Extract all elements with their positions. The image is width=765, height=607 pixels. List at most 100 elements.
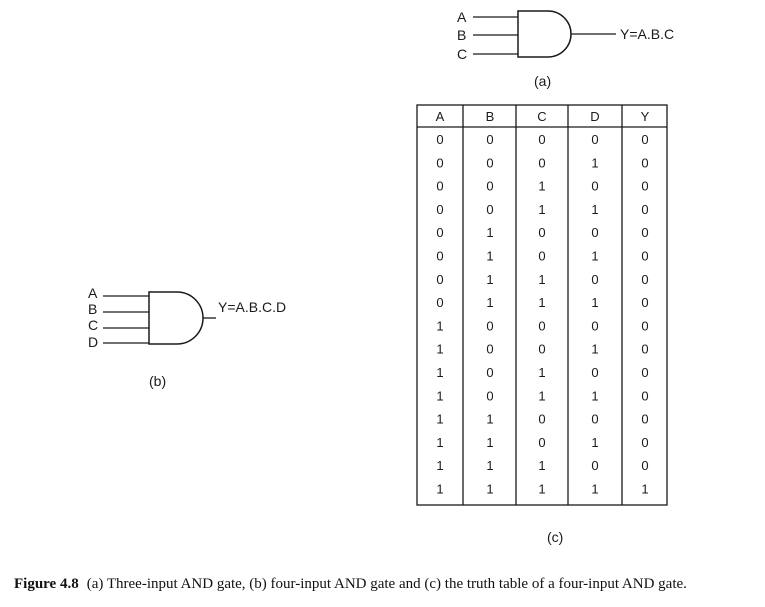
truth-table-header-b: B	[486, 109, 495, 124]
truth-table-cell: 0	[538, 132, 545, 147]
figure-number: Figure 4.8	[14, 576, 79, 592]
gate-a-output-label: Y=A.B.C	[620, 26, 674, 42]
truth-table-cell: 0	[641, 365, 648, 380]
truth-table-cell: 0	[486, 179, 493, 194]
truth-table-cell: 1	[436, 365, 443, 380]
truth-table-cell: 0	[538, 412, 545, 427]
figure-caption: Figure 4.8 (a) Three-input AND gate, (b) …	[14, 576, 687, 593]
truth-table-cell: 1	[591, 388, 598, 403]
truth-table-cell: 0	[591, 132, 598, 147]
truth-table-cell: 1	[486, 295, 493, 310]
gate-b-sub-label: (b)	[149, 373, 166, 389]
truth-table-cell: 0	[641, 179, 648, 194]
truth-table-cell: 0	[486, 318, 493, 333]
truth-table-cell: 1	[436, 412, 443, 427]
truth-table-sub-label: (c)	[547, 529, 563, 545]
truth-table-cell: 0	[486, 365, 493, 380]
truth-table-cell: 0	[538, 342, 545, 357]
truth-table-cell: 1	[486, 272, 493, 287]
truth-table-cell: 0	[538, 435, 545, 450]
truth-table-cell: 0	[486, 388, 493, 403]
truth-table-header-a: A	[436, 109, 445, 124]
truth-table-cell: 0	[486, 202, 493, 217]
truth-table-cell: 0	[486, 132, 493, 147]
truth-table-cell: 1	[538, 458, 545, 473]
truth-table-cell: 1	[641, 482, 648, 497]
truth-table-cell: 1	[436, 318, 443, 333]
truth-table-cell: 0	[538, 318, 545, 333]
truth-table-cell: 0	[641, 202, 648, 217]
truth-table-cell: 0	[538, 155, 545, 170]
truth-table-cell: 1	[486, 458, 493, 473]
truth-table-cell: 1	[436, 435, 443, 450]
truth-table-cell: 1	[538, 295, 545, 310]
gate-b-input-d-label: D	[88, 334, 98, 350]
truth-table-cell: 0	[436, 272, 443, 287]
truth-table-cell: 1	[591, 435, 598, 450]
truth-table-cell: 0	[641, 295, 648, 310]
truth-table-cell: 0	[436, 295, 443, 310]
gate-a-input-b-label: B	[457, 27, 466, 43]
gate-b-and-body	[148, 291, 204, 345]
truth-table-cell: 1	[486, 225, 493, 240]
truth-table-cell: 0	[641, 225, 648, 240]
truth-table-cell: 0	[641, 435, 648, 450]
truth-table-cell: 1	[538, 179, 545, 194]
truth-table-cell: 1	[591, 155, 598, 170]
three-input-and-gate: A B C Y=A.B.C (a)	[457, 9, 674, 89]
four-input-and-gate: A B C D Y=A.B.C.D (b)	[88, 285, 286, 389]
truth-table-cell: 1	[591, 482, 598, 497]
truth-table-cell: 1	[486, 435, 493, 450]
truth-table-cell: 0	[591, 412, 598, 427]
gate-a-sub-label: (a)	[534, 73, 551, 89]
gate-b-input-c-label: C	[88, 317, 98, 333]
truth-table-cell: 0	[641, 132, 648, 147]
truth-table-cell: 0	[538, 225, 545, 240]
truth-table-cell: 0	[486, 342, 493, 357]
truth-table-cell: 0	[641, 342, 648, 357]
truth-table-cell: 1	[591, 249, 598, 264]
truth-table-cell: 1	[486, 412, 493, 427]
truth-table-cell: 0	[641, 412, 648, 427]
truth-table-cell: 1	[538, 202, 545, 217]
truth-table-cell: 1	[591, 295, 598, 310]
truth-table-cell: 1	[486, 249, 493, 264]
truth-table-header-c: C	[537, 109, 546, 124]
truth-table-cells: A B C D Y 0 0 0 0 0 0 0 0 1 0 0 0 1 0 0 0 0 1 1 0 0 1 0 0 0 0 1 0 1 0 0 1 1 0 0…	[436, 109, 650, 497]
truth-table-cell: 0	[436, 202, 443, 217]
gate-a-and-body	[517, 10, 572, 58]
gate-a-input-c-label: C	[457, 46, 467, 62]
truth-table-cell: 0	[591, 318, 598, 333]
truth-table-cell: 0	[591, 458, 598, 473]
gate-b-output-label: Y=A.B.C.D	[218, 299, 286, 315]
truth-table-cell: 1	[436, 458, 443, 473]
truth-table-cell: 1	[436, 482, 443, 497]
truth-table-cell: 1	[591, 342, 598, 357]
figure-caption-text: (a) Three-input AND gate, (b) four-input…	[86, 576, 687, 592]
truth-table-cell: 0	[641, 458, 648, 473]
truth-table-cell: 1	[538, 272, 545, 287]
truth-table-cell: 1	[538, 482, 545, 497]
truth-table-cell: 0	[538, 249, 545, 264]
gate-a-input-a-label: A	[457, 9, 467, 25]
truth-table-cell: 0	[641, 249, 648, 264]
truth-table-header-d: D	[590, 109, 599, 124]
truth-table-cell: 1	[486, 482, 493, 497]
truth-table-cell: 0	[436, 155, 443, 170]
truth-table-cell: 0	[436, 179, 443, 194]
truth-table-cell: 0	[641, 155, 648, 170]
truth-table-cell: 0	[591, 225, 598, 240]
truth-table-cell: 0	[591, 365, 598, 380]
truth-table-cell: 0	[436, 132, 443, 147]
gate-b-input-b-label: B	[88, 301, 97, 317]
truth-table-cell: 1	[436, 342, 443, 357]
truth-table-cell: 0	[641, 318, 648, 333]
truth-table-header-y: Y	[641, 109, 650, 124]
truth-table-cell: 0	[436, 225, 443, 240]
truth-table-cell: 0	[591, 272, 598, 287]
truth-table-cell: 1	[436, 388, 443, 403]
truth-table-cell: 1	[591, 202, 598, 217]
truth-table: A B C D Y 0 0 0 0 0 0 0 0 1 0 0 0 1 0 0 0 0 1 1 0 0 1 0 0 0 0 1 0 1 0 0 1 1 0 0…	[416, 104, 668, 545]
truth-table-cell: 1	[538, 388, 545, 403]
